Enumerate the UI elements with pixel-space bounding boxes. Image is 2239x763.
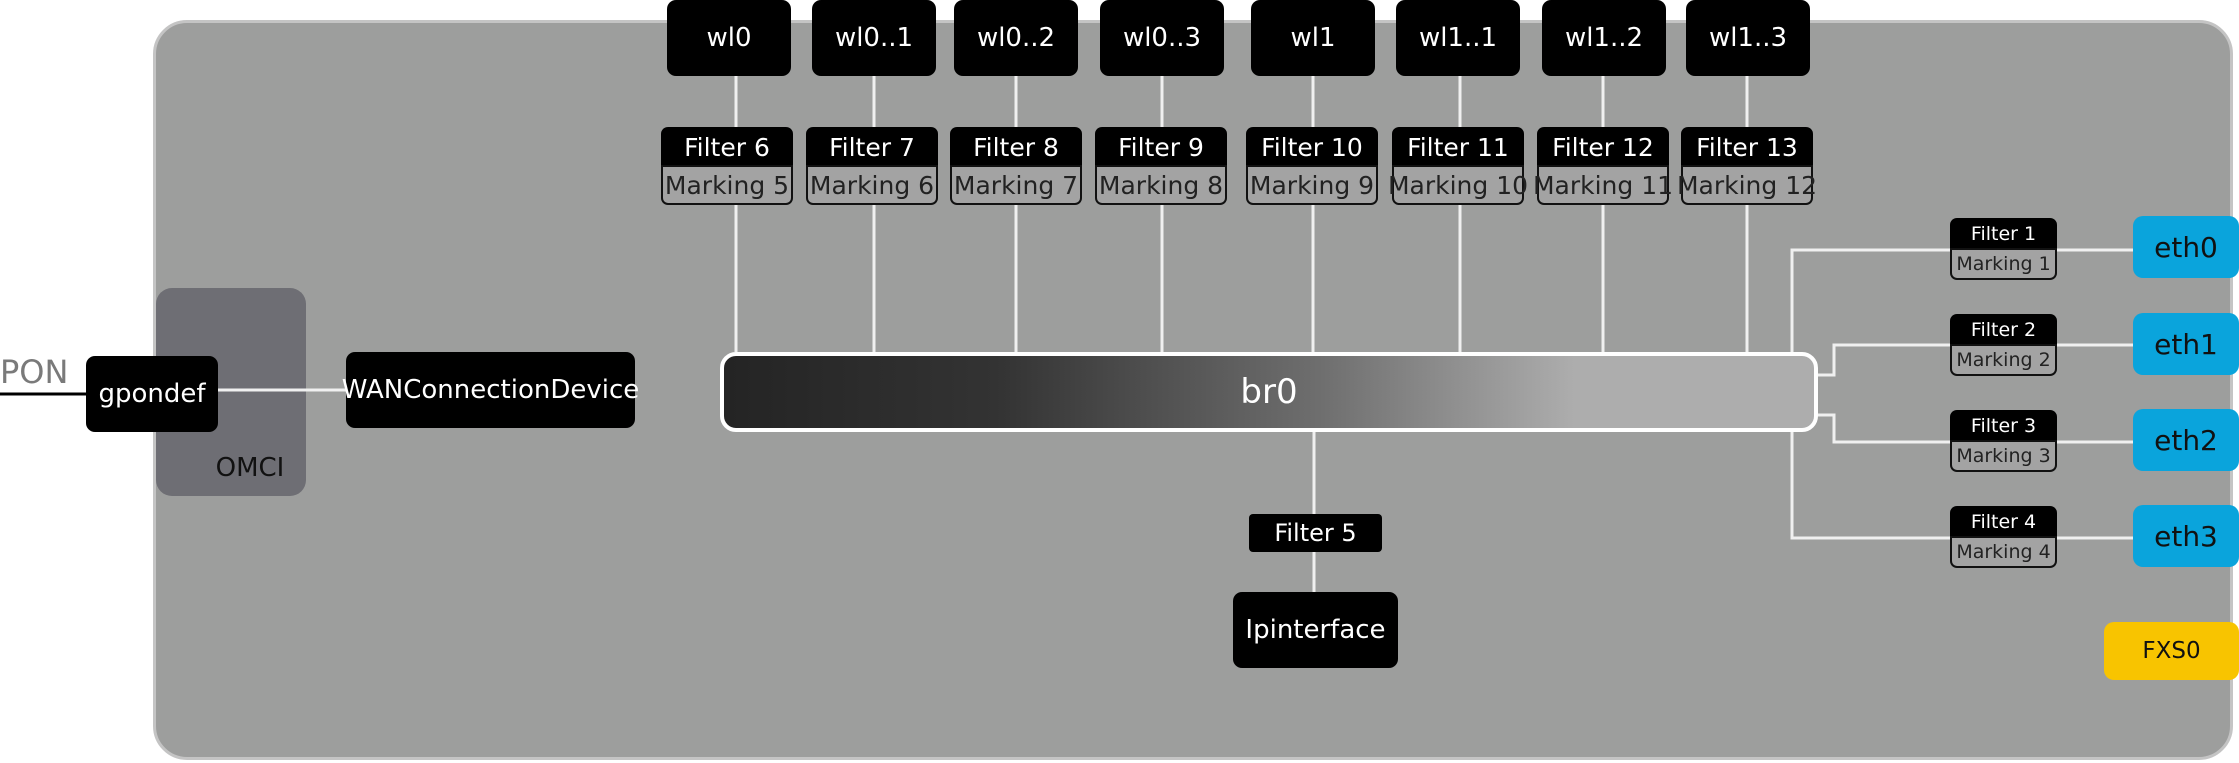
wl-marking: Marking 7	[950, 165, 1082, 205]
omci-label: OMCI	[215, 453, 285, 483]
wl-marking: Marking 9	[1246, 165, 1378, 205]
wl0-2-node: wl0..2	[954, 0, 1078, 76]
wl0-node: wl0	[667, 0, 791, 76]
eth-filter: Filter 1	[1950, 218, 2057, 250]
eth-filter: Filter 2	[1950, 314, 2057, 346]
wl-filter: Filter 10	[1246, 127, 1378, 167]
eth1-port: eth1	[2133, 313, 2239, 375]
eth-marking: Marking 2	[1950, 344, 2057, 376]
wl-filter: Filter 11	[1392, 127, 1524, 167]
wl0-1-node: wl0..1	[812, 0, 936, 76]
wl1-3-node: wl1..3	[1686, 0, 1810, 76]
gpondef-node: gpondef	[86, 356, 218, 432]
wl1-2-node: wl1..2	[1542, 0, 1666, 76]
wl1-node: wl1	[1251, 0, 1375, 76]
eth-marking: Marking 3	[1950, 440, 2057, 472]
wl-filter: Filter 8	[950, 127, 1082, 167]
eth3-port: eth3	[2133, 505, 2239, 567]
eth2-port: eth2	[2133, 409, 2239, 471]
eth-filter: Filter 4	[1950, 506, 2057, 538]
wl-filter: Filter 12	[1537, 127, 1669, 167]
wl-filter: Filter 7	[806, 127, 938, 167]
fxs0-port: FXS0	[2104, 622, 2239, 680]
eth-marking: Marking 4	[1950, 536, 2057, 568]
wl-marking: Marking 12	[1677, 165, 1817, 205]
wl-marking: Marking 8	[1095, 165, 1227, 205]
br0-bridge: br0	[720, 352, 1818, 432]
wl-filter: Filter 13	[1681, 127, 1813, 167]
wl1-1-node: wl1..1	[1396, 0, 1520, 76]
eth-marking: Marking 1	[1950, 248, 2057, 280]
wl-filter: Filter 6	[661, 127, 793, 167]
wl0-3-node: wl0..3	[1100, 0, 1224, 76]
wl-marking: Marking 11	[1533, 165, 1673, 205]
wl-marking: Marking 10	[1388, 165, 1528, 205]
eth0-port: eth0	[2133, 216, 2239, 278]
wl-filter: Filter 9	[1095, 127, 1227, 167]
wl-marking: Marking 5	[661, 165, 793, 205]
wan-connection-device-node: WANConnectionDevice	[342, 352, 639, 428]
ip-filter: Filter 5	[1249, 514, 1382, 552]
ipinterface-node: Ipinterface	[1233, 592, 1398, 668]
wl-marking: Marking 6	[806, 165, 938, 205]
eth-filter: Filter 3	[1950, 410, 2057, 442]
pon-label: PON	[0, 353, 69, 391]
